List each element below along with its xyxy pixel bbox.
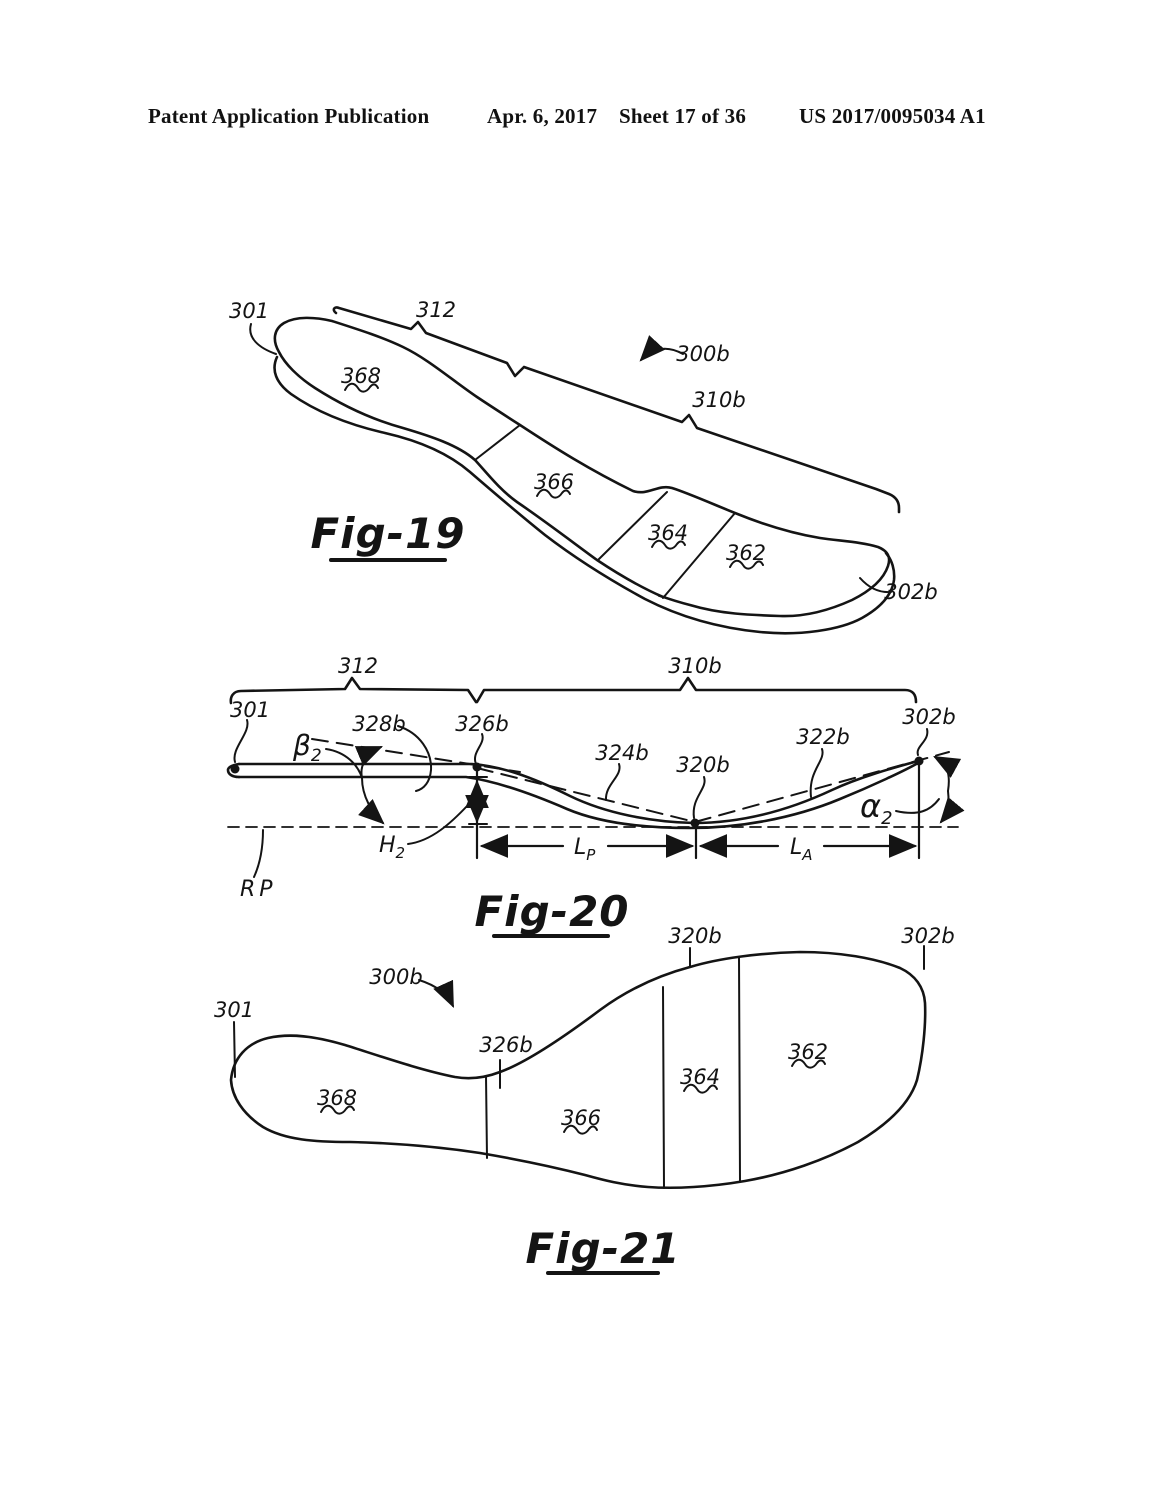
fig21-divider-366-364 bbox=[662, 986, 665, 1189]
fig20-brace-312 bbox=[229, 676, 478, 705]
fig21-underline-366 bbox=[563, 1124, 598, 1135]
fig20-leader-h2 bbox=[407, 804, 469, 845]
fig19-group: 301 312 300b 310b 368 366 364 362 302b F… bbox=[229, 298, 938, 635]
fig20-label-301: 301 bbox=[230, 698, 270, 722]
fig20-point-326b bbox=[472, 762, 482, 772]
fig21-label-366: 366 bbox=[561, 1106, 601, 1130]
fig21-label-326b: 326b bbox=[479, 1033, 532, 1057]
fig20-leader-302b bbox=[916, 728, 929, 756]
fig19-label-310b: 310b bbox=[692, 388, 745, 412]
fig19-leader-301 bbox=[249, 323, 277, 355]
fig19-label-301: 301 bbox=[229, 299, 269, 323]
fig20-label-302b: 302b bbox=[902, 705, 955, 729]
fig19-leader-302b bbox=[859, 577, 892, 594]
fig21-label-320b: 320b bbox=[668, 924, 721, 948]
header-patent-number: US 2017/0095034 A1 bbox=[799, 104, 986, 128]
fig20-group: 312 310b 301 328b 326b 324b 320b 322b 30… bbox=[226, 654, 965, 938]
fig21-label-302b: 302b bbox=[901, 924, 954, 948]
header-sheet-number: Sheet 17 of 36 bbox=[619, 104, 747, 128]
fig20-leader-322b bbox=[809, 748, 824, 798]
fig19-underline-362 bbox=[729, 559, 764, 570]
fig20-dashed-line-328b bbox=[311, 738, 521, 773]
fig20-label-h2: H2 bbox=[379, 833, 405, 862]
fig19-label-312: 312 bbox=[416, 298, 456, 322]
fig20-leader-320b bbox=[692, 776, 706, 819]
fig19-insole-rim bbox=[273, 355, 896, 635]
fig21-underline-368 bbox=[320, 1104, 355, 1115]
fig21-title: Fig-21 bbox=[525, 1224, 680, 1273]
fig21-divider-364-362 bbox=[738, 956, 741, 1182]
fig20-label-328b: 328b bbox=[352, 712, 405, 736]
fig20-beta-arc-up bbox=[354, 746, 383, 779]
fig20-profile-bottom bbox=[237, 761, 920, 830]
fig20-leader-324b bbox=[604, 763, 621, 801]
fig20-label-322b: 322b bbox=[796, 725, 849, 749]
fig21-label-362: 362 bbox=[788, 1040, 828, 1064]
fig20-label-312: 312 bbox=[338, 654, 378, 678]
fig20-alpha-arc-down bbox=[939, 790, 965, 824]
fig19-divider-364-362 bbox=[662, 512, 736, 599]
fig19-label-364: 364 bbox=[648, 521, 688, 545]
fig20-point-302b bbox=[914, 756, 924, 766]
fig19-title: Fig-19 bbox=[310, 509, 465, 558]
fig21-label-301: 301 bbox=[214, 998, 254, 1022]
fig20-label-la: LA bbox=[790, 835, 813, 864]
fig19-underline-366 bbox=[536, 488, 571, 499]
fig19-underline-368 bbox=[344, 382, 379, 393]
fig19-label-362: 362 bbox=[726, 541, 766, 565]
fig19-label-302b: 302b bbox=[884, 580, 937, 604]
fig20-label-rp: RP bbox=[240, 877, 277, 902]
fig19-divider-368-366 bbox=[474, 424, 521, 461]
fig19-label-366: 366 bbox=[534, 470, 574, 494]
fig20-leader-326b bbox=[473, 733, 484, 765]
fig20-alpha-leader bbox=[895, 798, 940, 814]
fig20-point-320b bbox=[690, 818, 700, 828]
fig21-insole-outline bbox=[229, 950, 927, 1190]
fig20-label-324b: 324b bbox=[595, 741, 648, 765]
fig19-label-300b: 300b bbox=[676, 342, 729, 366]
fig20-title: Fig-20 bbox=[474, 887, 629, 936]
fig20-brace-310b bbox=[475, 676, 918, 704]
fig19-divider-366-364 bbox=[597, 491, 668, 561]
fig21-arrow-300b bbox=[418, 979, 454, 1008]
fig19-underline-364 bbox=[651, 539, 686, 550]
fig20-label-alpha2: α2 bbox=[860, 787, 893, 829]
fig21-leader-301 bbox=[233, 1021, 236, 1078]
fig21-underline-364 bbox=[683, 1083, 718, 1094]
fig20-dashed-chord-anterior bbox=[694, 751, 950, 823]
fig21-group: 320b 302b 300b 301 326b 368 366 364 362 … bbox=[214, 924, 955, 1275]
fig19-insole-outline bbox=[273, 316, 891, 618]
header-publication: Patent Application Publication bbox=[148, 104, 430, 128]
fig20-leader-rp bbox=[253, 829, 264, 878]
fig20-label-320b: 320b bbox=[676, 753, 729, 777]
fig20-label-lp: LP bbox=[574, 835, 596, 864]
fig20-leader-301 bbox=[233, 719, 249, 763]
fig21-label-368: 368 bbox=[317, 1086, 357, 1110]
fig20-point-301 bbox=[230, 764, 240, 774]
fig20-label-326b: 326b bbox=[455, 712, 508, 736]
fig20-alpha-arc-up bbox=[933, 755, 962, 792]
fig20-label-310b: 310b bbox=[668, 654, 721, 678]
fig21-label-364: 364 bbox=[680, 1065, 720, 1089]
fig20-label-beta2: β2 bbox=[292, 729, 322, 766]
fig19-arrow-300b bbox=[639, 335, 684, 362]
fig21-label-300b: 300b bbox=[369, 965, 422, 989]
fig19-label-368: 368 bbox=[341, 364, 381, 388]
fig19-brace-312-310b bbox=[332, 306, 901, 514]
fig20-leader-328b bbox=[397, 725, 433, 792]
fig20-dashed-chord-posterior bbox=[476, 767, 696, 823]
fig21-divider-368-366 bbox=[485, 1075, 488, 1159]
fig21-underline-362 bbox=[791, 1058, 826, 1069]
header-date: Apr. 6, 2017 bbox=[487, 104, 598, 128]
fig20-beta-arc-down bbox=[358, 777, 385, 825]
